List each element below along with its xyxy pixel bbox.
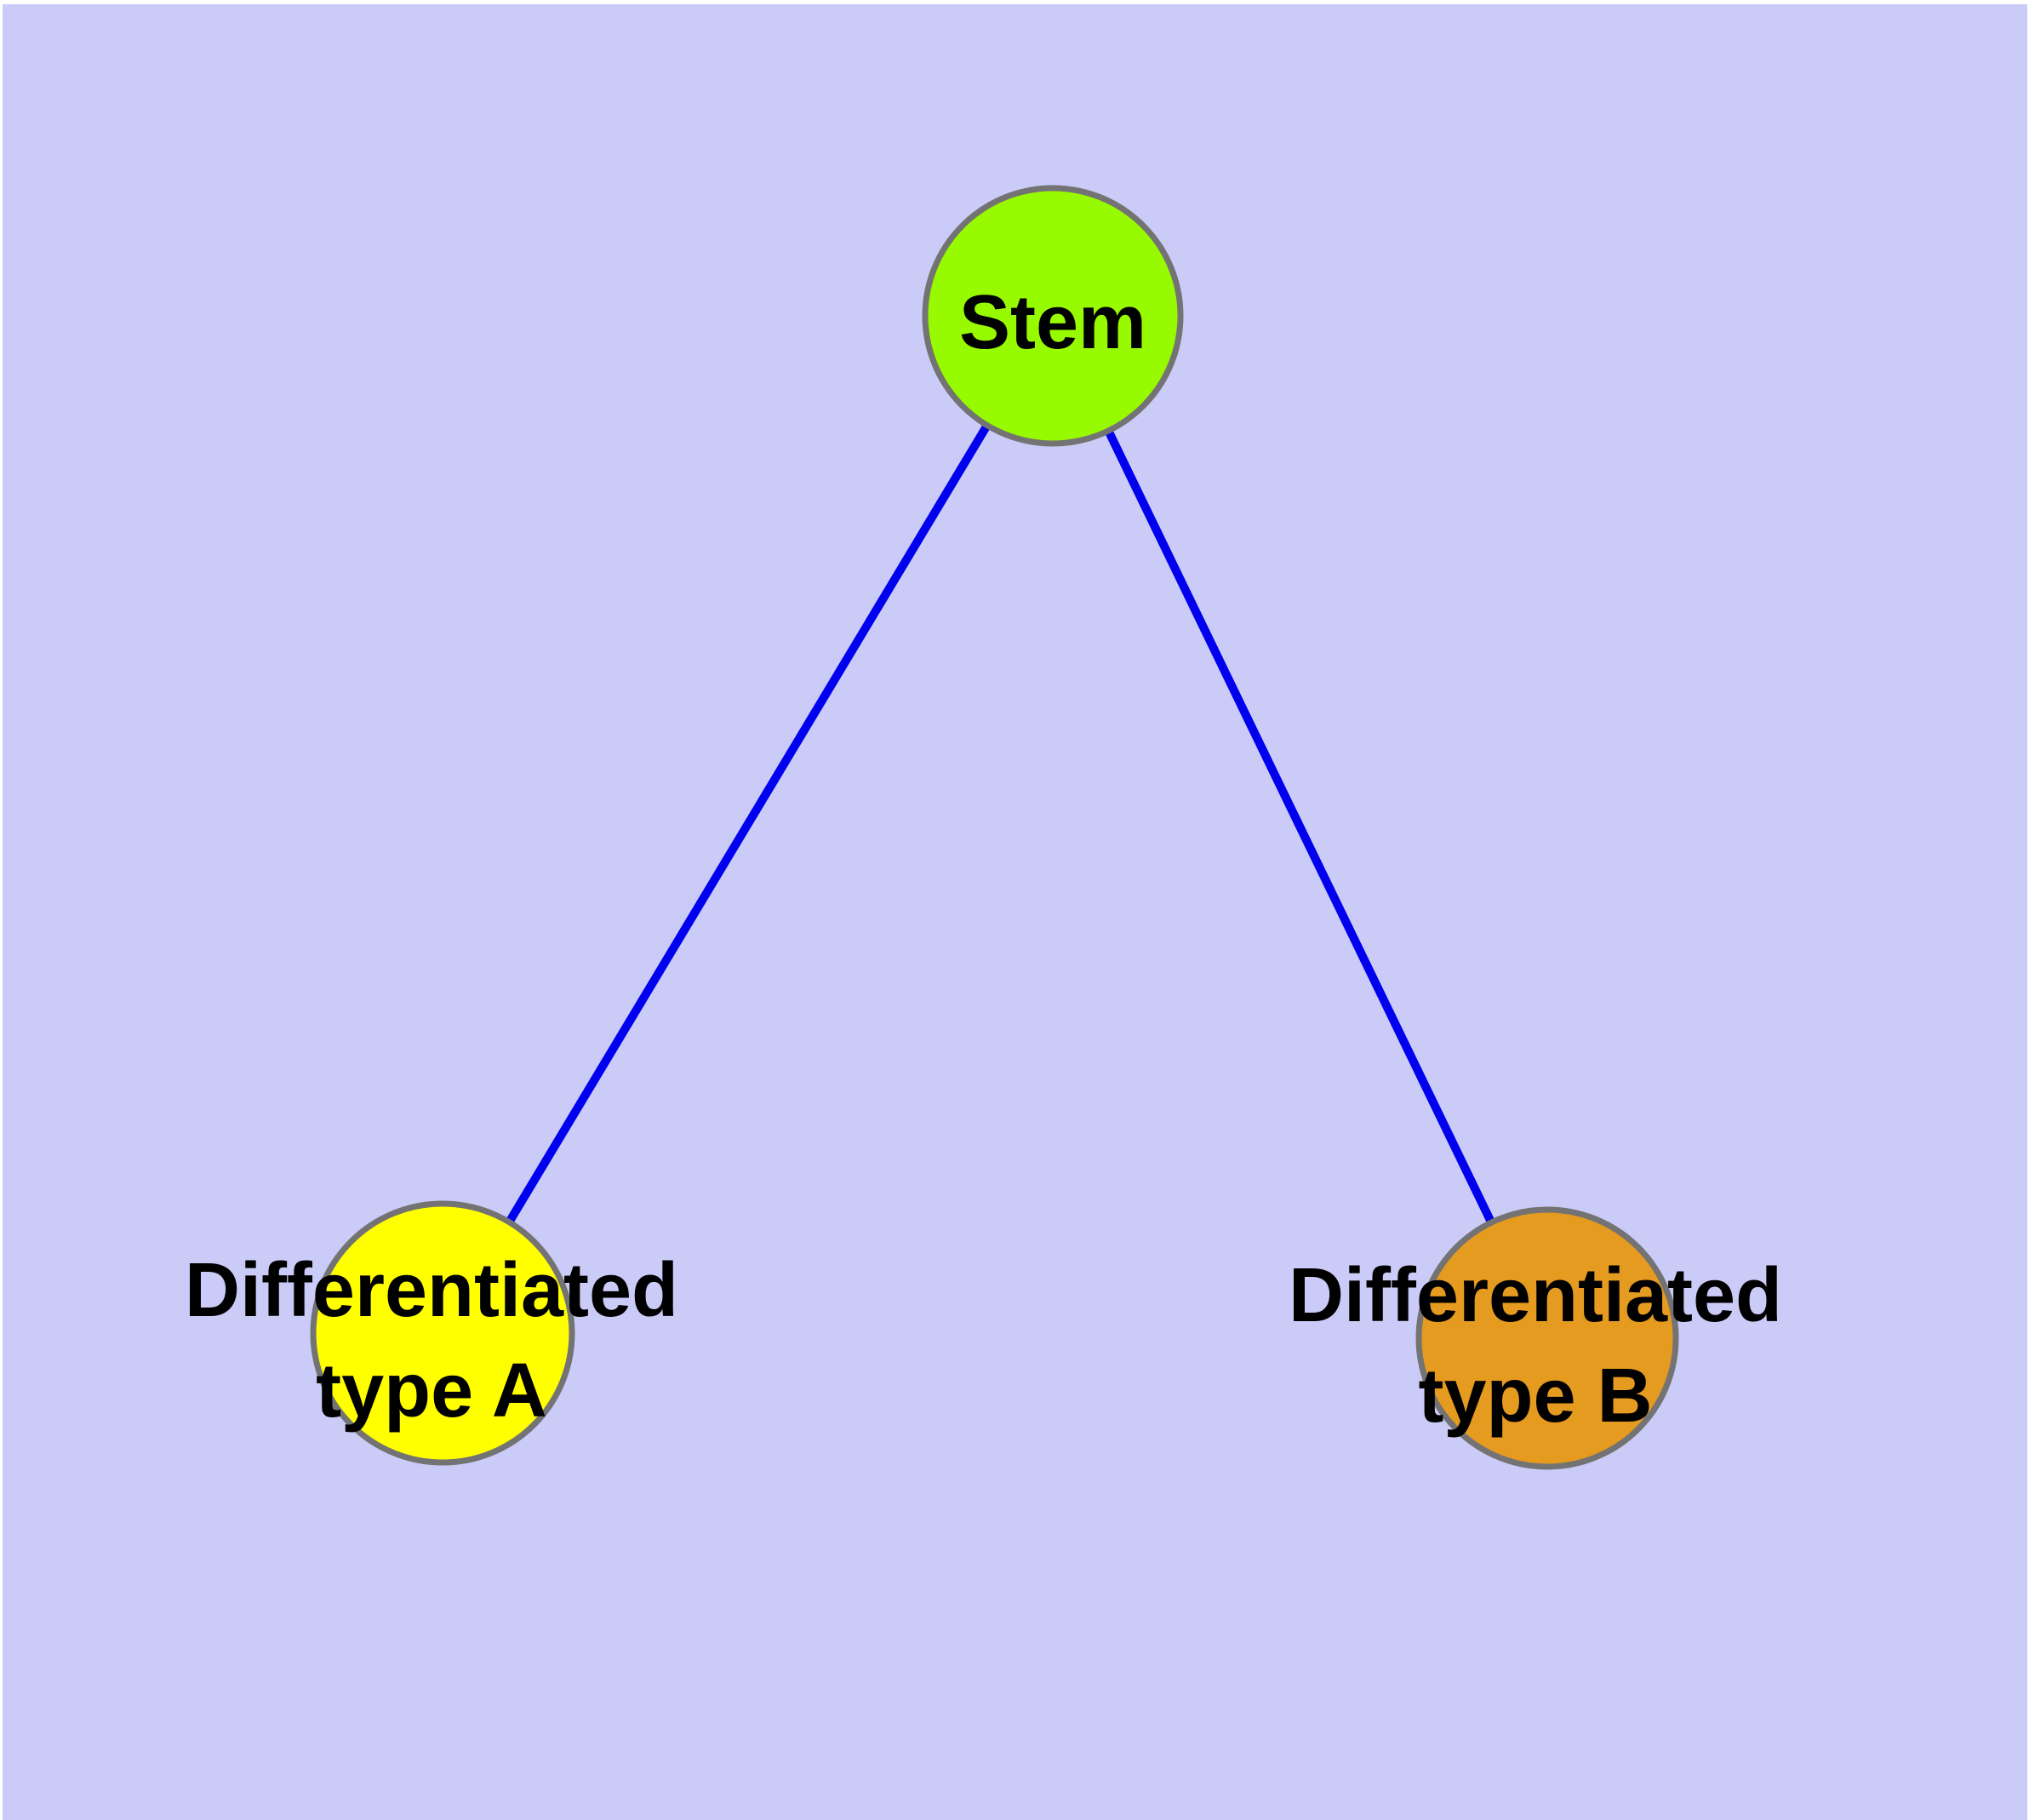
node-differentiated-type-a	[310, 1200, 575, 1466]
node-differentiated-type-b	[1415, 1206, 1679, 1470]
node-type-b-label-line1: Differentiated	[1289, 1253, 1782, 1338]
node-type-a-label-line1: Differentiated	[185, 1248, 678, 1333]
node-stem	[922, 185, 1184, 447]
node-type-b-label-line2: type B	[1418, 1354, 1652, 1439]
edge-stem-to-type-a	[438, 313, 1057, 1336]
node-type-a-label-line2: type A	[316, 1348, 547, 1434]
edge-stem-to-type-b	[1049, 313, 1552, 1341]
node-stem-label: Stem	[959, 280, 1146, 365]
